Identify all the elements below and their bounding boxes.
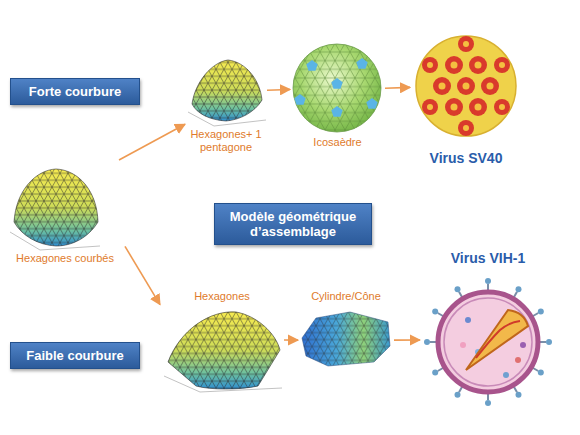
category-box: Faible courbure <box>10 342 140 369</box>
flow-arrow <box>267 89 290 91</box>
curved-mesh <box>10 169 100 250</box>
figure-caption: Cylindre/Cône <box>298 290 394 303</box>
box-label: Forte courbure <box>17 84 133 99</box>
flow-arrow <box>385 87 410 90</box>
box-label: Faible courbure <box>17 348 133 363</box>
flow-arrow <box>119 124 185 160</box>
flow-arrow <box>284 339 298 341</box>
figure-caption: Hexagones <box>160 290 284 303</box>
virus-name: Virus SV40 <box>410 150 522 167</box>
figure-caption: Hexagones+ 1 pentagone <box>185 128 267 154</box>
sv40-capsid <box>416 36 516 136</box>
cone-mesh <box>302 312 390 366</box>
hiv-virion <box>424 278 552 406</box>
flow-arrow <box>125 246 160 304</box>
virus-name: Virus VIH-1 <box>420 250 556 267</box>
mesh-figure: Hexagones courbés <box>5 160 125 268</box>
virus-figure: Virus VIH-1 <box>420 248 556 404</box>
mesh-figure: Hexagones <box>160 288 284 392</box>
mesh-figure: Cylindre/Cône <box>298 288 394 372</box>
box-label: Modèle géométrique d’assemblage <box>221 209 365 239</box>
model-box: Modèle géométrique d’assemblage <box>214 203 372 245</box>
figure-caption: Hexagones courbés <box>5 252 125 265</box>
figure-caption: Icosaèdre <box>290 136 385 149</box>
category-box: Forte courbure <box>10 78 140 105</box>
flow-arrow <box>394 339 420 341</box>
hexagon-sheet <box>164 312 282 392</box>
virus-figure: Virus SV40 <box>410 30 522 170</box>
mesh-figure: Icosaèdre <box>290 40 385 155</box>
icosahedron <box>293 44 381 132</box>
pentagon-mesh <box>188 60 266 126</box>
mesh-figure: Hexagones+ 1 pentagone <box>185 50 267 156</box>
